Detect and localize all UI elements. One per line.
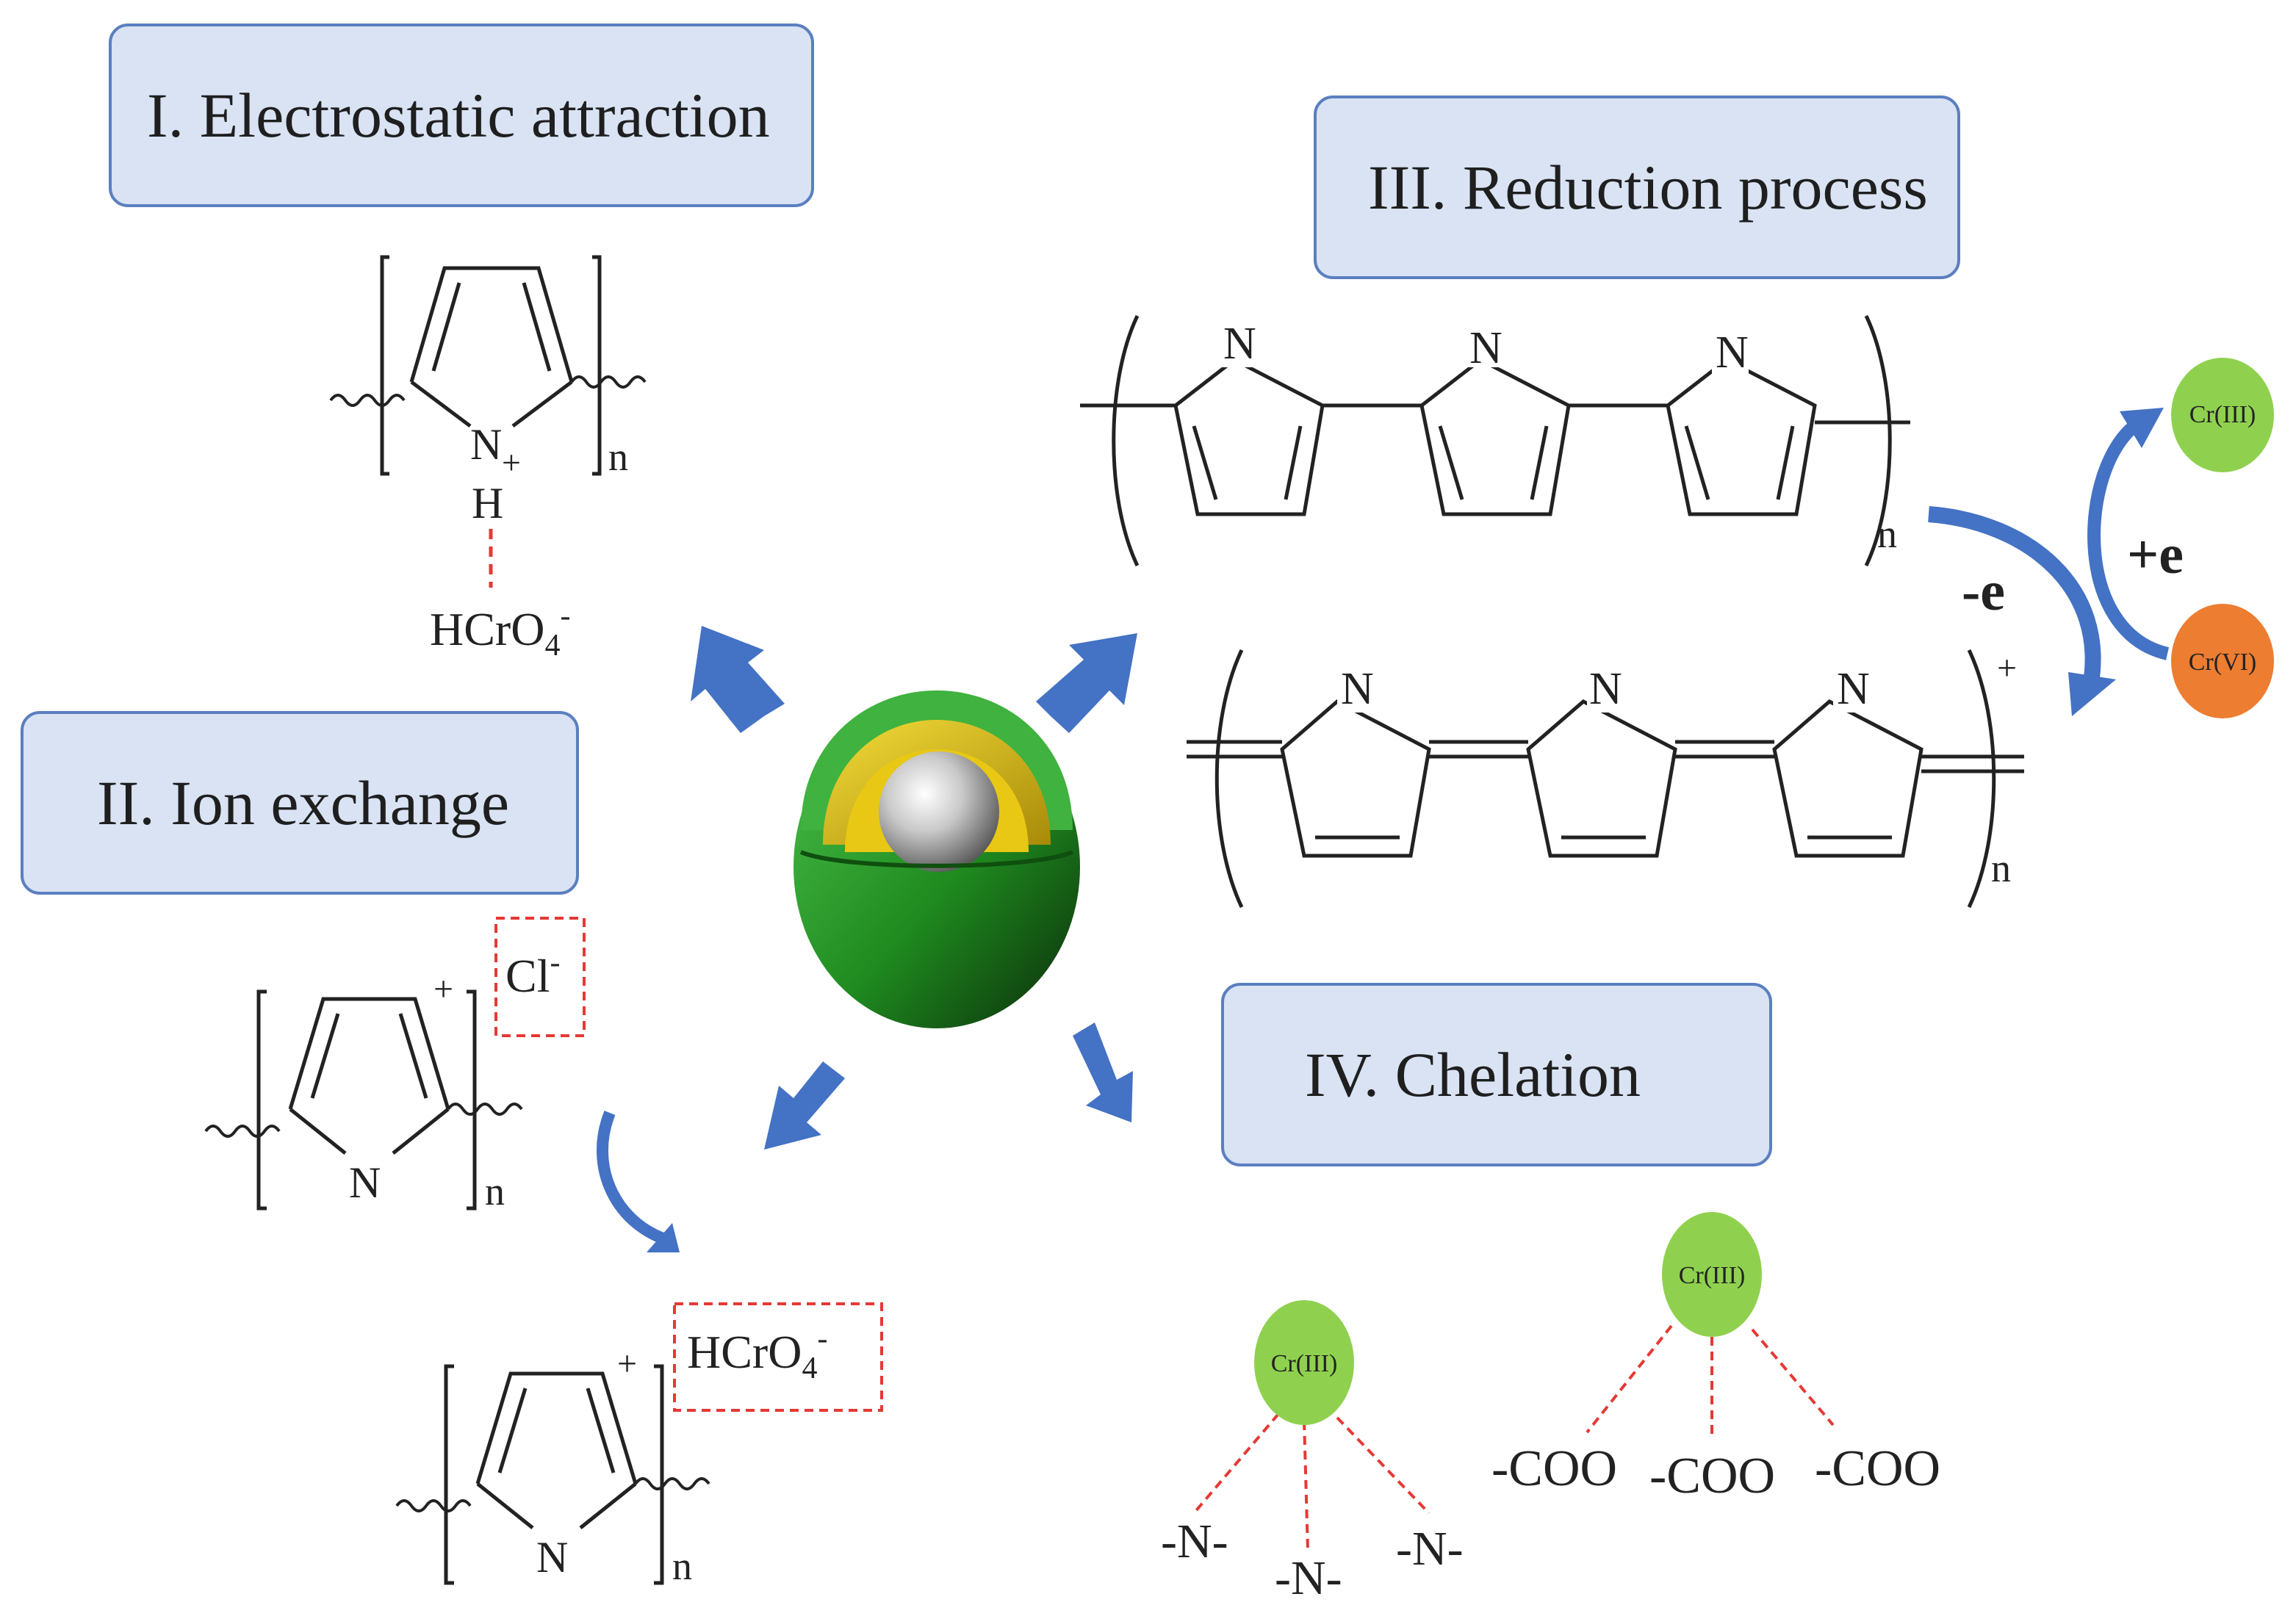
arrow-down-right xyxy=(1073,1022,1133,1122)
title-ion-exchange: II. Ion exchange xyxy=(21,711,579,895)
cr6-label: Cr(VI) xyxy=(2189,649,2257,676)
arrow-up-left xyxy=(691,626,785,733)
n-bg-3 xyxy=(1712,323,1749,375)
pyrrole-h-atom: H xyxy=(472,479,503,527)
chain-n-6: N xyxy=(1837,664,1870,714)
cr3-label-chelation-coo: Cr(III) xyxy=(1679,1262,1746,1289)
hcro4-label-1: HCrO4- xyxy=(430,599,570,663)
n-bg-6 xyxy=(1833,661,1871,713)
electron-gain-label: +e xyxy=(2127,524,2184,585)
chloride-label: Cl- xyxy=(505,946,560,1002)
arrow-up-right xyxy=(1036,633,1137,733)
n-bg-5 xyxy=(1587,661,1625,713)
n-bg-4 xyxy=(1337,661,1375,713)
title-reduction-process: III. Reduction process xyxy=(1314,95,1960,279)
repeat-n-2: n xyxy=(485,1169,505,1213)
cr3-node-chelation-coo: Cr(III) xyxy=(1662,1212,1762,1337)
cr3-node-redox: Cr(III) xyxy=(2171,358,2274,472)
polypyrrole-oxidized-chain xyxy=(1187,649,2024,909)
pyrrole-hcro4 xyxy=(395,1302,883,1585)
title-ion-exchange-text: II. Ion exchange xyxy=(97,768,510,838)
repeat-n-1: n xyxy=(608,435,628,479)
cr6-node: Cr(VI) xyxy=(2171,604,2274,718)
central-arrows xyxy=(691,626,1137,1150)
title-reduction-process-text: III. Reduction process xyxy=(1368,152,1928,223)
electron-loss-label: -e xyxy=(1962,560,2005,622)
repeat-n-4: n xyxy=(1877,512,1897,556)
cr3-label-chelation-n: Cr(III) xyxy=(1271,1350,1338,1377)
cr3-label-redox: Cr(III) xyxy=(2189,401,2256,428)
pyrrole-n-atom: N xyxy=(470,420,502,469)
chelation-bonds xyxy=(1192,1324,1835,1551)
pyrrole-chloride xyxy=(204,917,586,1211)
cr3-node-chelation-n: Cr(III) xyxy=(1254,1300,1354,1425)
chain-n-5: N xyxy=(1589,664,1622,714)
n-bg-1 xyxy=(1220,316,1256,367)
chain-n-3: N xyxy=(1716,328,1749,378)
n-bg-2 xyxy=(1466,316,1503,367)
chain-n-4: N xyxy=(1341,664,1374,714)
pyrrole-plus-charge-3: + xyxy=(617,1344,637,1383)
chain-n-2: N xyxy=(1469,323,1503,373)
pyrrole-protonated xyxy=(329,255,647,588)
core-shell-particle xyxy=(793,690,1080,1028)
ligand-n-3: -N- xyxy=(1396,1522,1464,1576)
ligand-coo-1: -COO xyxy=(1491,1440,1617,1497)
arrow-down-left xyxy=(764,1061,845,1150)
ligand-coo-3: -COO xyxy=(1815,1440,1940,1497)
exchange-curved-arrow xyxy=(597,1111,680,1252)
redox-arrows xyxy=(1928,408,2170,716)
pyrrole-plus-charge: + xyxy=(502,444,521,481)
ligand-n-2: -N- xyxy=(1275,1551,1342,1605)
oxidized-plus-charge: + xyxy=(1997,649,2017,688)
pyrrole-n-atom-3: N xyxy=(536,1533,568,1581)
hcro4-label-2: HCrO4- xyxy=(687,1322,827,1385)
repeat-n-3: n xyxy=(672,1544,692,1588)
title-electrostatic-attraction-text: I. Electrostatic attraction xyxy=(147,80,770,151)
chain-n-1: N xyxy=(1223,319,1256,369)
pyrrole-plus-charge-2: + xyxy=(433,970,453,1009)
title-chelation: IV. Chelation xyxy=(1221,983,1772,1166)
title-electrostatic-attraction: I. Electrostatic attraction xyxy=(109,24,814,207)
ligand-coo-2: -COO xyxy=(1649,1448,1775,1504)
pyrrole-n-atom-2: N xyxy=(349,1158,381,1207)
repeat-n-5: n xyxy=(1991,846,2011,890)
ligand-n-1: -N- xyxy=(1161,1515,1228,1568)
title-chelation-text: IV. Chelation xyxy=(1305,1039,1641,1110)
